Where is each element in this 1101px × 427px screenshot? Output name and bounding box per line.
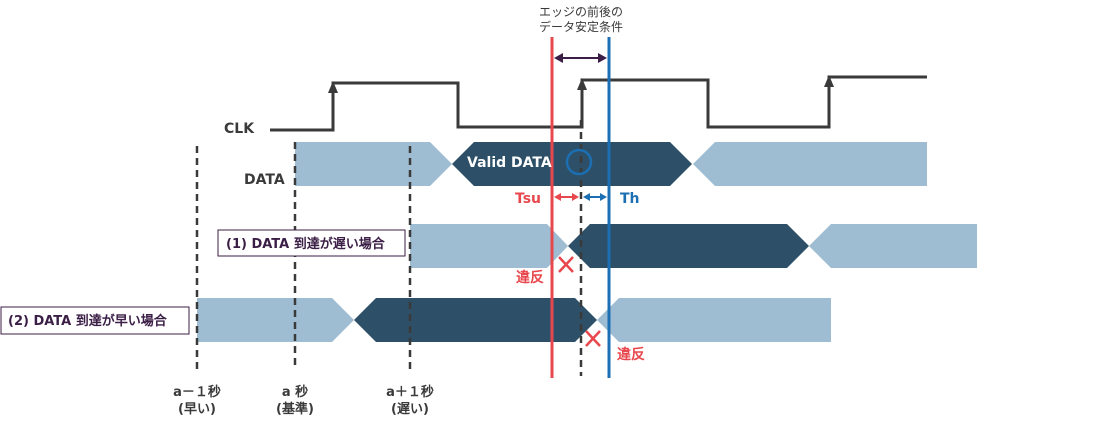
violation-label-early: 違反 [617,346,645,363]
annotation-line-2: データ安定条件 [539,19,623,34]
late-band-prev [410,224,568,268]
tsu-arrow-right-head [572,193,579,201]
stability-arrow-right-head [598,53,607,63]
marker-plus1-sub: (遅い) [391,402,429,417]
highlight-circle [565,148,593,176]
early-case-box [0,306,190,335]
th-label: Th [620,191,640,207]
late-band-valid [568,224,809,268]
data-band-valid [452,142,692,186]
data-band-prev [295,142,452,186]
annotation-line-1: エッジの前後の [539,4,623,19]
clk-label: CLK [224,121,255,137]
tsu-label: Tsu [515,191,541,207]
th-arrow-left-head [583,193,590,201]
late-case-box [217,229,406,257]
violation-mark-late [558,256,574,273]
data-label: DATA [244,172,285,188]
violation-label-late: 違反 [516,269,544,286]
data-band-next [693,142,927,186]
marker-base-label: a 秒 [282,384,308,400]
clk-edge-arrow-3 [824,75,834,87]
early-band-prev [197,298,354,342]
marker-base-sub: (基準) [276,401,314,417]
valid-data-label: Valid DATA [467,155,552,171]
early-case-label: (2) DATA 到達が早い場合 [8,313,168,329]
marker-plus1-label: a＋１秒 [386,384,434,400]
th-arrow-right-head [600,193,607,201]
early-band-next [597,298,831,342]
clk-edge-arrow-2 [577,78,587,90]
clk-edge-arrow-1 [328,81,338,93]
violation-mark-early [585,330,601,347]
stability-arrow-left-head [554,53,563,63]
early-band-valid [354,298,597,342]
tsu-arrow-left-head [554,193,561,201]
marker-minus1-sub: (早い) [178,402,216,417]
late-band-next [809,224,977,268]
marker-minus1-label: a－１秒 [173,384,221,400]
late-case-label: (1) DATA 到達が遅い場合 [226,236,386,252]
